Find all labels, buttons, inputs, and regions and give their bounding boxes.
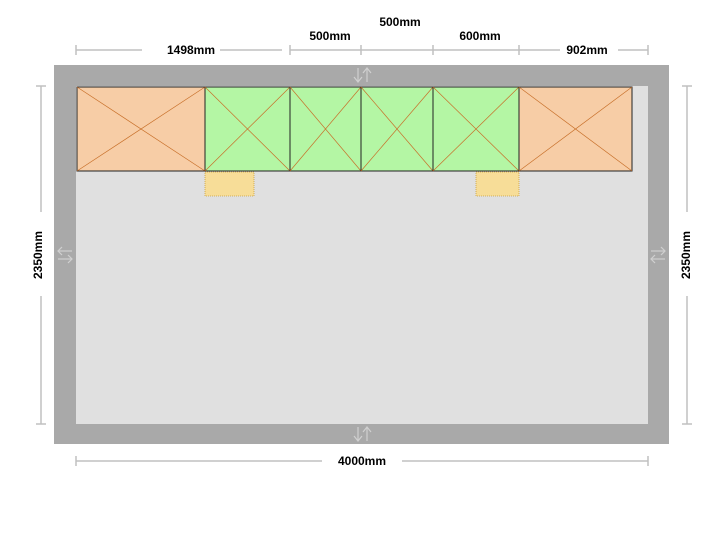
dimension-label-1498: 1498mm	[167, 43, 215, 57]
door-arrow-icon	[650, 246, 666, 264]
dimension-label-500-a: 500mm	[309, 29, 350, 43]
cabinet-base-2[interactable]	[289, 86, 362, 172]
cabinet-tall-left[interactable]	[76, 86, 206, 172]
label-mask	[560, 42, 618, 58]
cabinet-tall-right[interactable]	[518, 86, 633, 172]
right-height-label: 2350mm	[679, 231, 693, 279]
door-arrow-icon	[57, 246, 73, 264]
appliance-right[interactable]	[475, 171, 520, 197]
bottom-dimension-line	[75, 456, 649, 466]
cabinet-base-3[interactable]	[360, 86, 434, 172]
appliance-left[interactable]	[204, 171, 255, 197]
cabinet-base-1[interactable]	[204, 86, 291, 172]
dimension-label-600: 600mm	[459, 29, 500, 43]
door-arrow-icon	[353, 426, 372, 442]
left-dimension-line	[36, 85, 46, 425]
right-dimension-line	[682, 85, 692, 425]
cabinet-base-4[interactable]	[432, 86, 520, 172]
dimension-label-902: 902mm	[566, 43, 607, 57]
door-arrow-icon	[353, 67, 372, 83]
dimension-label-500-b: 500mm	[379, 15, 420, 29]
room-width-label: 4000mm	[338, 454, 386, 468]
left-height-label: 2350mm	[31, 231, 45, 279]
